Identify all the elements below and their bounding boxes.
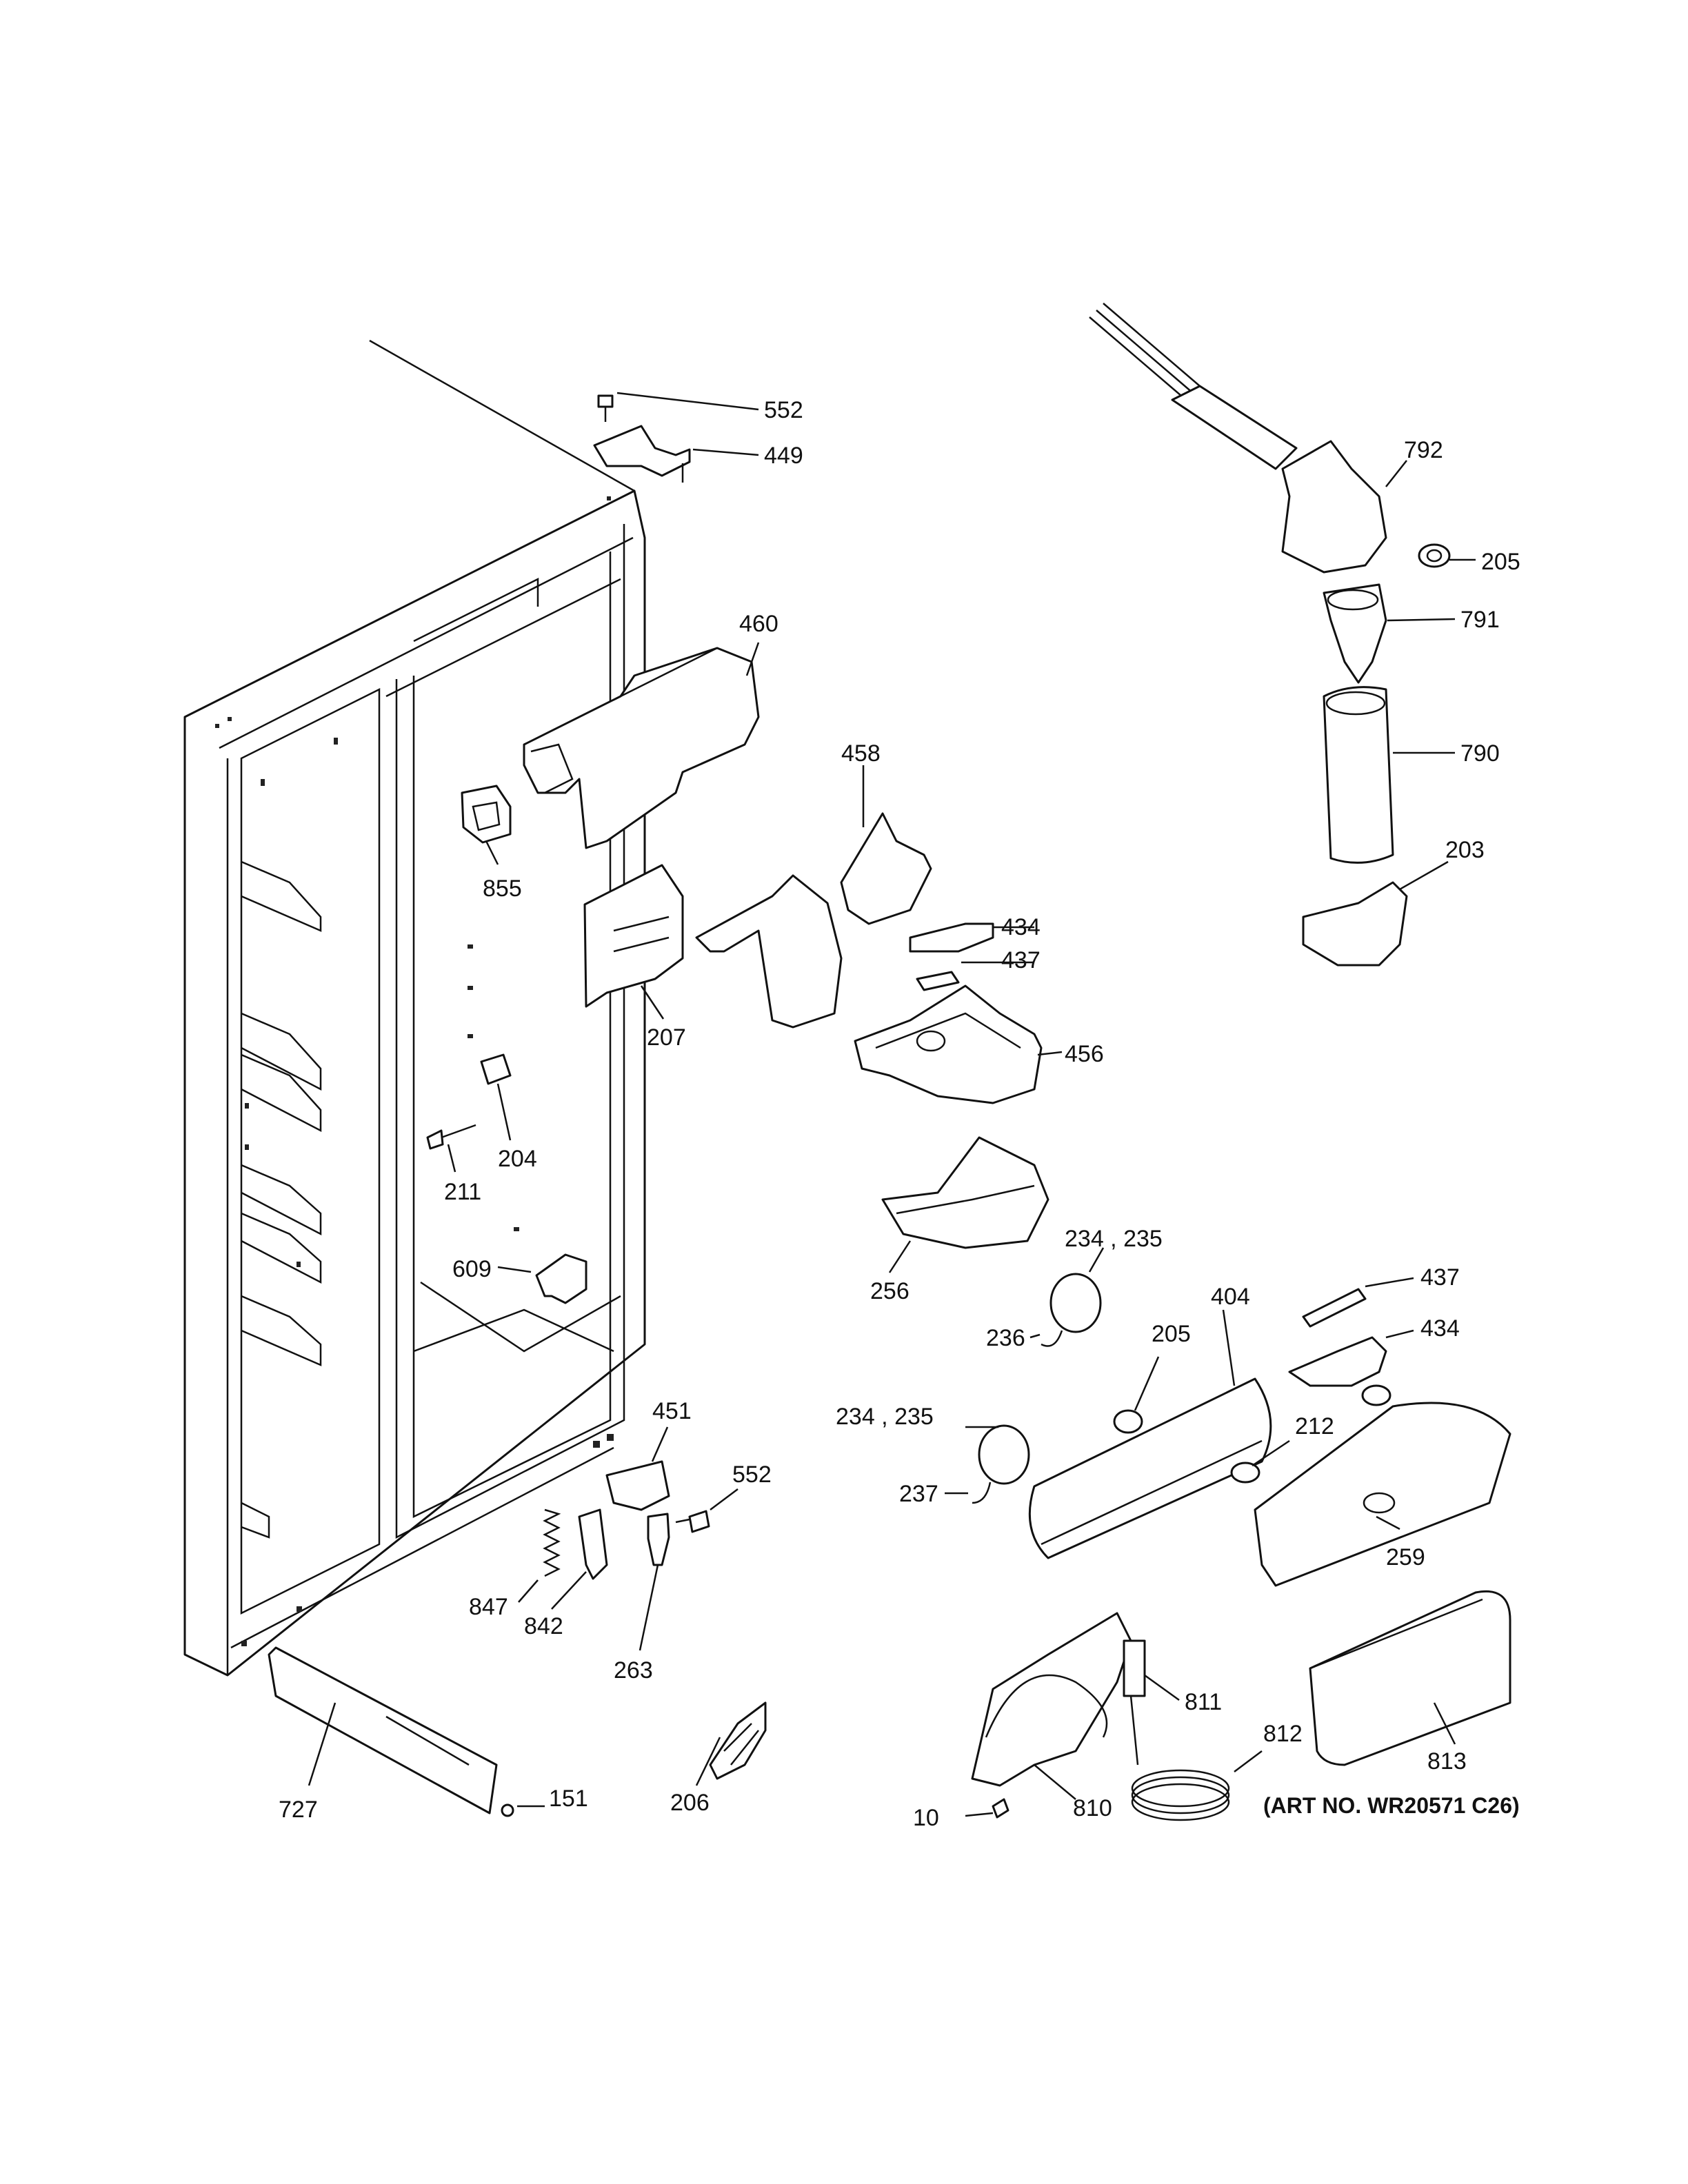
part-212-plugs [1230,1384,1391,1484]
part-211-screw [426,1124,476,1173]
label-791: 791 [1460,607,1500,633]
label-552-bottom: 552 [732,1462,772,1488]
label-203: 203 [1445,837,1485,863]
label-855: 855 [483,876,522,902]
label-842: 842 [524,1613,563,1639]
part-609-switch [497,1253,587,1304]
part-151-screw [501,1803,545,1817]
label-204: 204 [498,1146,537,1172]
part-259-housing [1254,1402,1511,1587]
part-234-235-236-seal-top [1029,1247,1105,1347]
label-236: 236 [986,1325,1025,1351]
label-205-mid: 205 [1152,1321,1191,1347]
part-263-pin [639,1513,670,1651]
part-404-tube [1028,1309,1272,1559]
part-205-plug-top [1418,543,1476,568]
part-842-cam [551,1508,608,1610]
part-256-trim [881,1136,1049,1273]
part-456-housing [854,984,1063,1104]
label-810: 810 [1073,1795,1112,1821]
part-727-kick-plate [268,1646,498,1814]
part-813-cover [1309,1590,1511,1766]
part-855-grommet [461,785,512,865]
label-151: 151 [549,1786,588,1812]
label-813: 813 [1427,1748,1467,1775]
part-458-bracket [695,765,932,1029]
part-810-reservoir [971,1612,1132,1800]
label-256: 256 [870,1278,910,1304]
part-10-screw [965,1798,1009,1819]
part-234-235-237-seal-bottom [945,1424,1030,1504]
label-434-right: 434 [1420,1315,1460,1342]
label-211: 211 [444,1179,481,1205]
label-456: 456 [1065,1041,1104,1067]
label-263: 263 [614,1657,653,1684]
part-811-tube [1123,1639,1180,1701]
part-434-switch-top [909,922,1034,953]
label-847: 847 [469,1594,508,1620]
label-404: 404 [1211,1284,1250,1310]
label-10: 10 [913,1805,939,1831]
label-237: 237 [899,1481,938,1507]
part-437-board-top [916,961,1034,991]
part-552-screw-bottom [675,1488,738,1533]
part-437-board-right [1302,1277,1414,1328]
part-790-filter-cartridge [1323,686,1455,864]
label-234-235-top: 234 , 235 [1065,1226,1163,1252]
label-434-top: 434 [1001,914,1041,940]
label-437-right: 437 [1420,1264,1460,1291]
part-460-duct [523,642,760,849]
part-207-cover [583,864,684,1020]
label-458: 458 [841,740,881,767]
part-205-plug-mid [1113,1356,1160,1434]
part-203-filter-cover [1302,860,1449,967]
label-790: 790 [1460,740,1500,767]
label-451: 451 [652,1398,692,1424]
label-792: 792 [1404,437,1443,463]
label-811: 811 [1185,1689,1222,1715]
label-727: 727 [279,1797,318,1823]
label-812: 812 [1263,1721,1303,1747]
label-234-235-bottom: 234 , 235 [836,1404,934,1430]
label-206: 206 [670,1790,710,1816]
part-449-hinge [593,425,759,483]
part-451-hinge-bracket [605,1426,670,1511]
label-437-top: 437 [1001,947,1041,973]
part-791-cap [1323,583,1456,684]
part-206-grille [695,1701,767,1786]
part-847-spring [518,1508,561,1603]
label-609: 609 [452,1256,492,1282]
part-812-coil [1129,1695,1263,1821]
label-449: 449 [764,443,803,469]
part-434-switch-right [1288,1329,1414,1387]
label-460: 460 [739,611,778,637]
art-number: (ART NO. WR20571 C26) [1263,1793,1520,1818]
part-792-filter-head [1089,303,1407,574]
cabinet [183,339,646,1677]
label-552-top: 552 [764,397,803,423]
label-205-top: 205 [1481,549,1520,575]
part-204-bumper [480,1053,512,1141]
part-552-screw-top [597,392,759,422]
label-207: 207 [647,1024,686,1051]
label-212: 212 [1295,1413,1334,1439]
label-259: 259 [1386,1544,1425,1570]
